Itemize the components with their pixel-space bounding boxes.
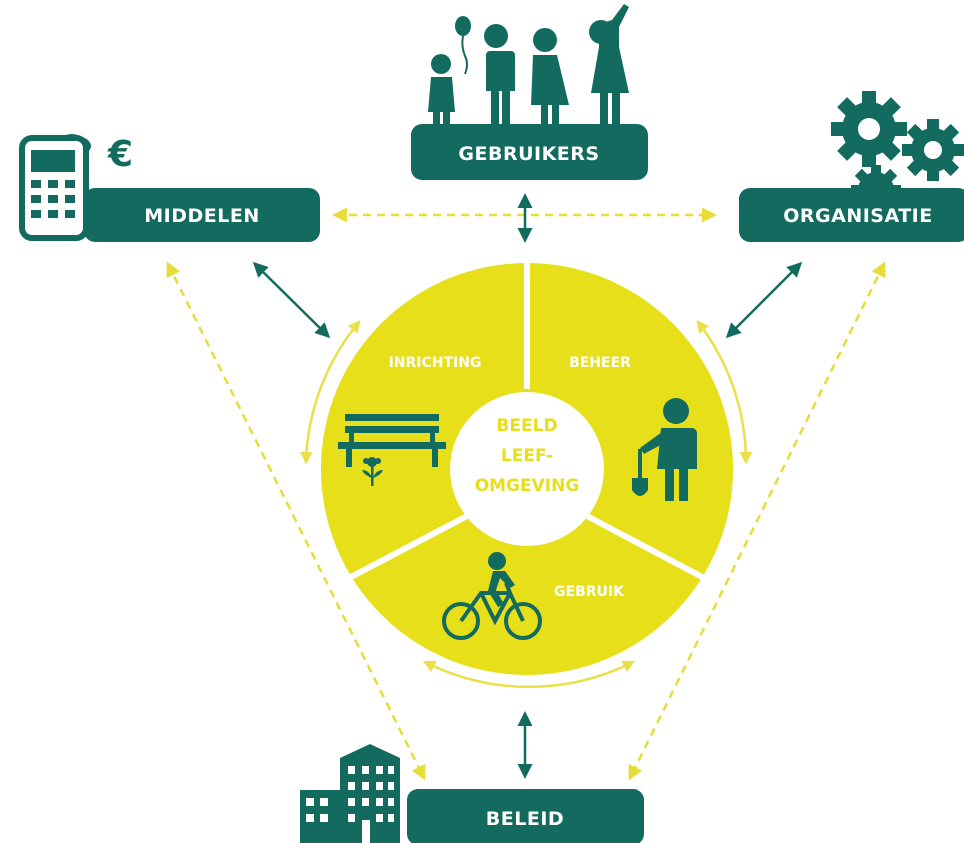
segment-label-beheer: BEHEER <box>569 355 631 371</box>
organisatie-label: ORGANISATIE <box>783 205 932 227</box>
wheel-divider-left <box>347 513 469 581</box>
node-organisatie: ORGANISATIE <box>739 91 964 242</box>
segment-label-inrichting: INRICHTING <box>389 355 482 371</box>
bench-icon <box>338 414 446 486</box>
connector-organisatie-beleid <box>628 261 886 781</box>
arc-right <box>696 320 753 465</box>
gebruikers-box <box>411 124 648 180</box>
wheel: BEELD LEEF- OMGEVING INRICHTING BEHEER G… <box>321 263 733 675</box>
wheel-center <box>450 392 604 546</box>
gardener-icon <box>632 398 697 501</box>
middelen-box <box>84 188 320 242</box>
center-line-1: BEELD <box>496 416 557 436</box>
family-icon <box>428 4 629 133</box>
calculator-euro-icon <box>19 134 91 241</box>
node-beleid: BELEID <box>300 744 644 843</box>
euro-icon: € <box>107 134 133 175</box>
connector-middelen-beleid <box>166 261 426 781</box>
cyclist-icon <box>442 552 542 640</box>
node-middelen: € MIDDELEN <box>19 134 320 242</box>
beleid-label: BELEID <box>486 808 564 830</box>
gebruikers-label: GEBRUIKERS <box>458 143 599 165</box>
organisatie-box <box>739 188 964 242</box>
center-line-2: LEEF- <box>501 446 553 466</box>
node-gebruikers: GEBRUIKERS <box>411 4 648 180</box>
center-line-3: OMGEVING <box>475 476 580 496</box>
arc-left <box>300 320 361 465</box>
wheel-divider-right <box>585 513 706 581</box>
beleid-box <box>407 789 644 843</box>
connector-organisatie-wheel <box>725 261 803 339</box>
middelen-label: MIDDELEN <box>144 205 260 227</box>
cycle-arcs <box>300 320 753 689</box>
arc-bottom <box>422 660 636 689</box>
buildings-icon <box>300 744 400 843</box>
segment-label-gebruik: GEBRUIK <box>554 584 625 600</box>
connector-middelen-wheel <box>252 261 331 339</box>
